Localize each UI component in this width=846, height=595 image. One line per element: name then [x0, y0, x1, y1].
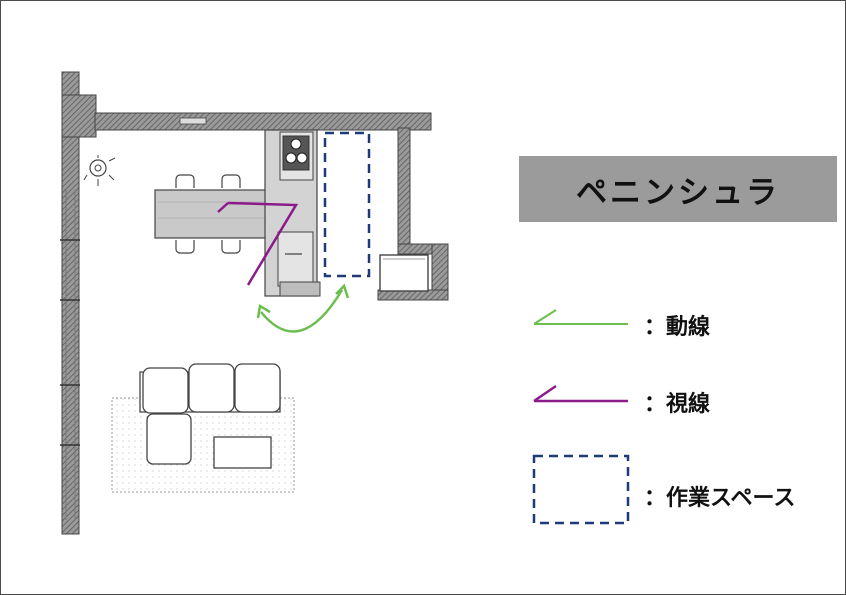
top-wall [94, 112, 432, 131]
workspace-area [323, 131, 371, 278]
legend-workspace-symbol [532, 454, 630, 525]
ceiling-light-icon [83, 155, 116, 186]
legend-motion-symbol [533, 309, 628, 325]
legend-workspace-label: ：作業スペース [644, 486, 796, 511]
legend-sight-label: ：視線 [644, 392, 711, 417]
stove-icon [282, 135, 310, 171]
page-title: ペニンシュラ [576, 174, 780, 211]
motion-line-arrow [260, 289, 344, 333]
legend-motion-label: ：動線 [644, 315, 711, 340]
title-banner: ペニンシュラ [519, 156, 837, 222]
sofa [111, 363, 295, 493]
sight-line-arrow [227, 201, 299, 286]
left-wall [60, 71, 97, 535]
dining-table [154, 189, 271, 239]
dining-chair [175, 174, 195, 188]
dining-chair [175, 240, 195, 254]
refrigerator [379, 254, 429, 292]
coffee-table [213, 436, 272, 469]
dining-chair [221, 240, 241, 254]
right-partition-wall [377, 127, 449, 301]
legend-sight-symbol [533, 384, 628, 403]
dining-chair [221, 174, 241, 188]
